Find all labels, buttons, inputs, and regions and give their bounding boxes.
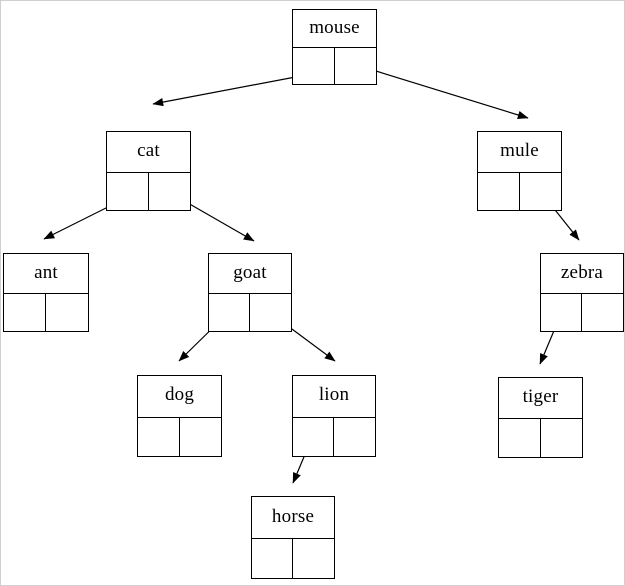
- node-pointers-cat: [107, 172, 191, 210]
- right-pointer-cell-zebra[interactable]: [582, 294, 623, 331]
- tree-edge-mouse-cat: [152, 74, 307, 107]
- right-pointer-cell-goat[interactable]: [250, 294, 291, 331]
- left-pointer-cell-zebra[interactable]: [541, 294, 582, 331]
- tree-node-tiger[interactable]: tiger: [498, 377, 583, 458]
- right-pointer-cell-horse[interactable]: [293, 539, 334, 578]
- node-label-lion: lion: [293, 376, 375, 418]
- tree-node-mouse[interactable]: mouse: [292, 9, 377, 85]
- node-label-zebra: zebra: [541, 254, 623, 295]
- right-pointer-cell-lion[interactable]: [334, 418, 375, 456]
- node-pointers-lion: [293, 417, 375, 456]
- left-pointer-cell-cat[interactable]: [107, 172, 149, 210]
- tree-node-mule[interactable]: mule: [477, 131, 562, 211]
- node-pointers-dog: [138, 417, 222, 456]
- node-label-ant: ant: [4, 254, 88, 295]
- node-label-cat: cat: [107, 132, 190, 173]
- node-pointers-horse: [252, 539, 334, 578]
- node-pointers-zebra: [541, 294, 623, 331]
- node-pointers-mule: [478, 172, 562, 210]
- node-label-dog: dog: [138, 376, 221, 418]
- left-pointer-cell-tiger[interactable]: [499, 419, 541, 457]
- node-pointers-mouse: [293, 48, 376, 84]
- right-pointer-cell-ant[interactable]: [46, 294, 88, 331]
- node-label-mouse: mouse: [293, 10, 376, 49]
- tree-node-lion[interactable]: lion: [292, 375, 376, 457]
- left-pointer-cell-goat[interactable]: [209, 294, 250, 331]
- left-pointer-cell-mule[interactable]: [478, 172, 520, 210]
- tree-node-goat[interactable]: goat: [208, 253, 292, 332]
- left-pointer-cell-horse[interactable]: [252, 539, 293, 578]
- right-pointer-cell-cat[interactable]: [149, 173, 191, 210]
- node-label-mule: mule: [478, 132, 561, 173]
- right-pointer-cell-dog[interactable]: [180, 418, 222, 456]
- node-pointers-goat: [209, 294, 291, 331]
- left-pointer-cell-ant[interactable]: [4, 294, 46, 331]
- right-pointer-cell-mule[interactable]: [520, 173, 562, 210]
- node-label-goat: goat: [209, 254, 291, 295]
- tree-node-dog[interactable]: dog: [137, 375, 222, 457]
- node-label-tiger: tiger: [499, 378, 582, 420]
- tree-node-cat[interactable]: cat: [106, 131, 191, 211]
- tree-node-zebra[interactable]: zebra: [540, 253, 624, 332]
- left-pointer-cell-lion[interactable]: [293, 417, 334, 456]
- right-pointer-cell-tiger[interactable]: [541, 419, 583, 457]
- left-pointer-cell-dog[interactable]: [138, 417, 180, 456]
- right-pointer-cell-mouse[interactable]: [335, 48, 377, 84]
- node-label-horse: horse: [252, 497, 334, 540]
- node-pointers-tiger: [499, 419, 582, 457]
- tree-node-horse[interactable]: horse: [251, 496, 335, 579]
- node-pointers-ant: [4, 294, 88, 331]
- tree-node-ant[interactable]: ant: [3, 253, 89, 332]
- left-pointer-cell-mouse[interactable]: [293, 48, 335, 84]
